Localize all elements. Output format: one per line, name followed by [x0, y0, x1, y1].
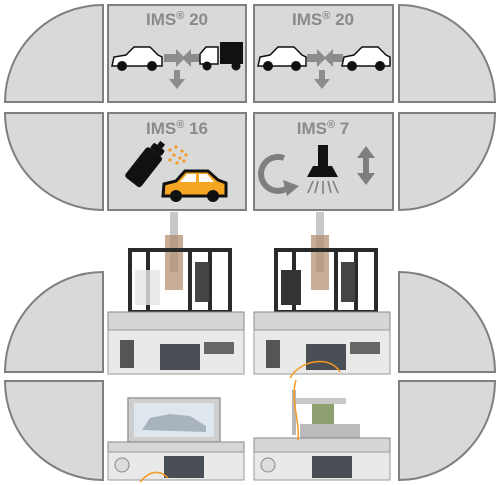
- spray-paint-car-icon: [125, 140, 228, 202]
- right-curve-top-lower: [398, 112, 497, 212]
- tile-title: IMS® 20: [292, 10, 354, 29]
- assembly-station-photo: [107, 212, 245, 375]
- left-curve-top-upper: [3, 3, 104, 103]
- tile-ims7: IMS® 7: [253, 112, 394, 211]
- monitor-station-photo: [107, 397, 245, 483]
- car-car-merge-icon: [257, 46, 391, 89]
- assembly-station-photo: [253, 212, 391, 379]
- tile-ims20-left: IMS® 20: [107, 4, 247, 103]
- right-curve-top-upper: [398, 3, 497, 103]
- car-truck-merge-icon: [111, 42, 243, 89]
- tile-title: IMS® 20: [146, 10, 208, 29]
- right-curve-bottom-upper: [398, 270, 497, 373]
- tile-ims16: IMS® 16: [107, 112, 247, 211]
- robot-station-photo: [253, 379, 391, 481]
- left-curve-bottom-upper: [3, 270, 104, 373]
- tile-ims20-right: IMS® 20: [253, 4, 394, 103]
- left-curve-bottom-lower: [3, 380, 104, 482]
- left-curve-top-lower: [3, 112, 104, 212]
- rotate-lift-press-icon: [258, 145, 375, 196]
- tile-title: IMS® 16: [146, 119, 208, 138]
- tile-title: IMS® 7: [297, 119, 350, 138]
- right-curve-bottom-lower: [398, 380, 497, 482]
